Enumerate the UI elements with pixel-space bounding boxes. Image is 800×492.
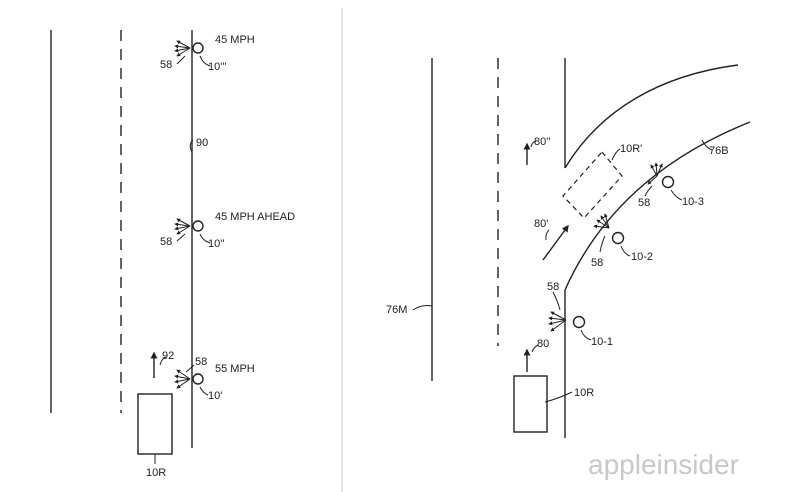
ref-58-top: 58 (160, 59, 172, 71)
label-10-2: 10-2 (631, 251, 653, 263)
direction-arrow-80-prime (542, 224, 569, 261)
device-label-10-bottom: 10' (208, 390, 222, 402)
label-76B: 76B (709, 145, 729, 157)
sign-device-mid (192, 220, 204, 232)
leader-92 (159, 356, 167, 366)
label-80-prime: 80' (534, 218, 548, 230)
leader-10-3 (670, 189, 683, 201)
leader-80-prime (545, 229, 550, 241)
vehicle-10R (137, 393, 173, 455)
ref-58-bottom: 58 (195, 356, 207, 368)
device-label-10-top: 10''' (208, 61, 227, 73)
leader-76B (701, 139, 713, 151)
direction-label-92: 92 (162, 350, 174, 362)
ghost-vehicle-10R-prime (562, 151, 623, 219)
sign-device-top (192, 42, 204, 54)
vehicle-label-10R: 10R (146, 467, 166, 479)
device-label-10-mid: 10'' (208, 238, 224, 250)
leader-10-bottom (199, 386, 209, 396)
signal-arrows-bottom (174, 369, 191, 389)
road-line-label-90: 90 (196, 137, 208, 149)
leader-58-a (552, 291, 561, 311)
signal-arrows-mid (174, 218, 191, 235)
right-panel (412, 58, 751, 438)
signal-arrows-10-3 (647, 162, 663, 185)
leader-vehicle-right (544, 391, 573, 403)
sign-device-10-1 (572, 315, 586, 329)
leader-58-b (599, 235, 606, 253)
leader-10-1 (580, 329, 592, 341)
left-panel (50, 30, 211, 464)
label-58-b: 58 (591, 257, 603, 269)
leader-58-top (176, 55, 186, 65)
label-76M: 76M (386, 304, 407, 316)
leader-80-double-prime (530, 140, 537, 148)
label-80: 80 (537, 338, 549, 350)
leader-58-mid (176, 233, 186, 242)
label-80-double-prime: 80'' (534, 136, 550, 148)
label-58-a: 58 (547, 281, 559, 293)
leader-10R-prime (611, 148, 621, 161)
sign-device-bottom (192, 373, 204, 385)
leader-10-top (199, 55, 211, 67)
vehicle-10R-right (513, 375, 548, 433)
leader-10-2 (620, 245, 631, 257)
leader-90 (189, 139, 194, 153)
sign-device-10-3 (661, 175, 675, 189)
leader-58-bottom (185, 364, 195, 373)
label-10-1: 10-1 (591, 336, 613, 348)
sign-device-10-2 (611, 231, 625, 245)
signal-arrows-10-1 (548, 311, 567, 332)
ref-58-mid: 58 (160, 236, 172, 248)
label-58-c: 58 (638, 197, 650, 209)
speed-label-45-ahead: 45 MPH AHEAD (215, 211, 295, 223)
leader-10-mid (199, 233, 211, 244)
watermark: appleinsider (588, 449, 739, 480)
branch-curve-76B (564, 121, 751, 291)
outer-curve (564, 64, 739, 169)
speed-label-55: 55 MPH (215, 363, 255, 375)
speed-label-45: 45 MPH (215, 34, 255, 46)
leader-58-c (644, 185, 653, 197)
leader-76M (412, 305, 433, 311)
signal-arrows-10-2 (593, 213, 610, 229)
label-10-3: 10-3 (682, 196, 704, 208)
signal-arrows-top (174, 40, 191, 57)
leader-80 (531, 344, 539, 353)
label-10R-right: 10R (574, 387, 594, 399)
label-10R-prime: 10R' (620, 143, 642, 155)
